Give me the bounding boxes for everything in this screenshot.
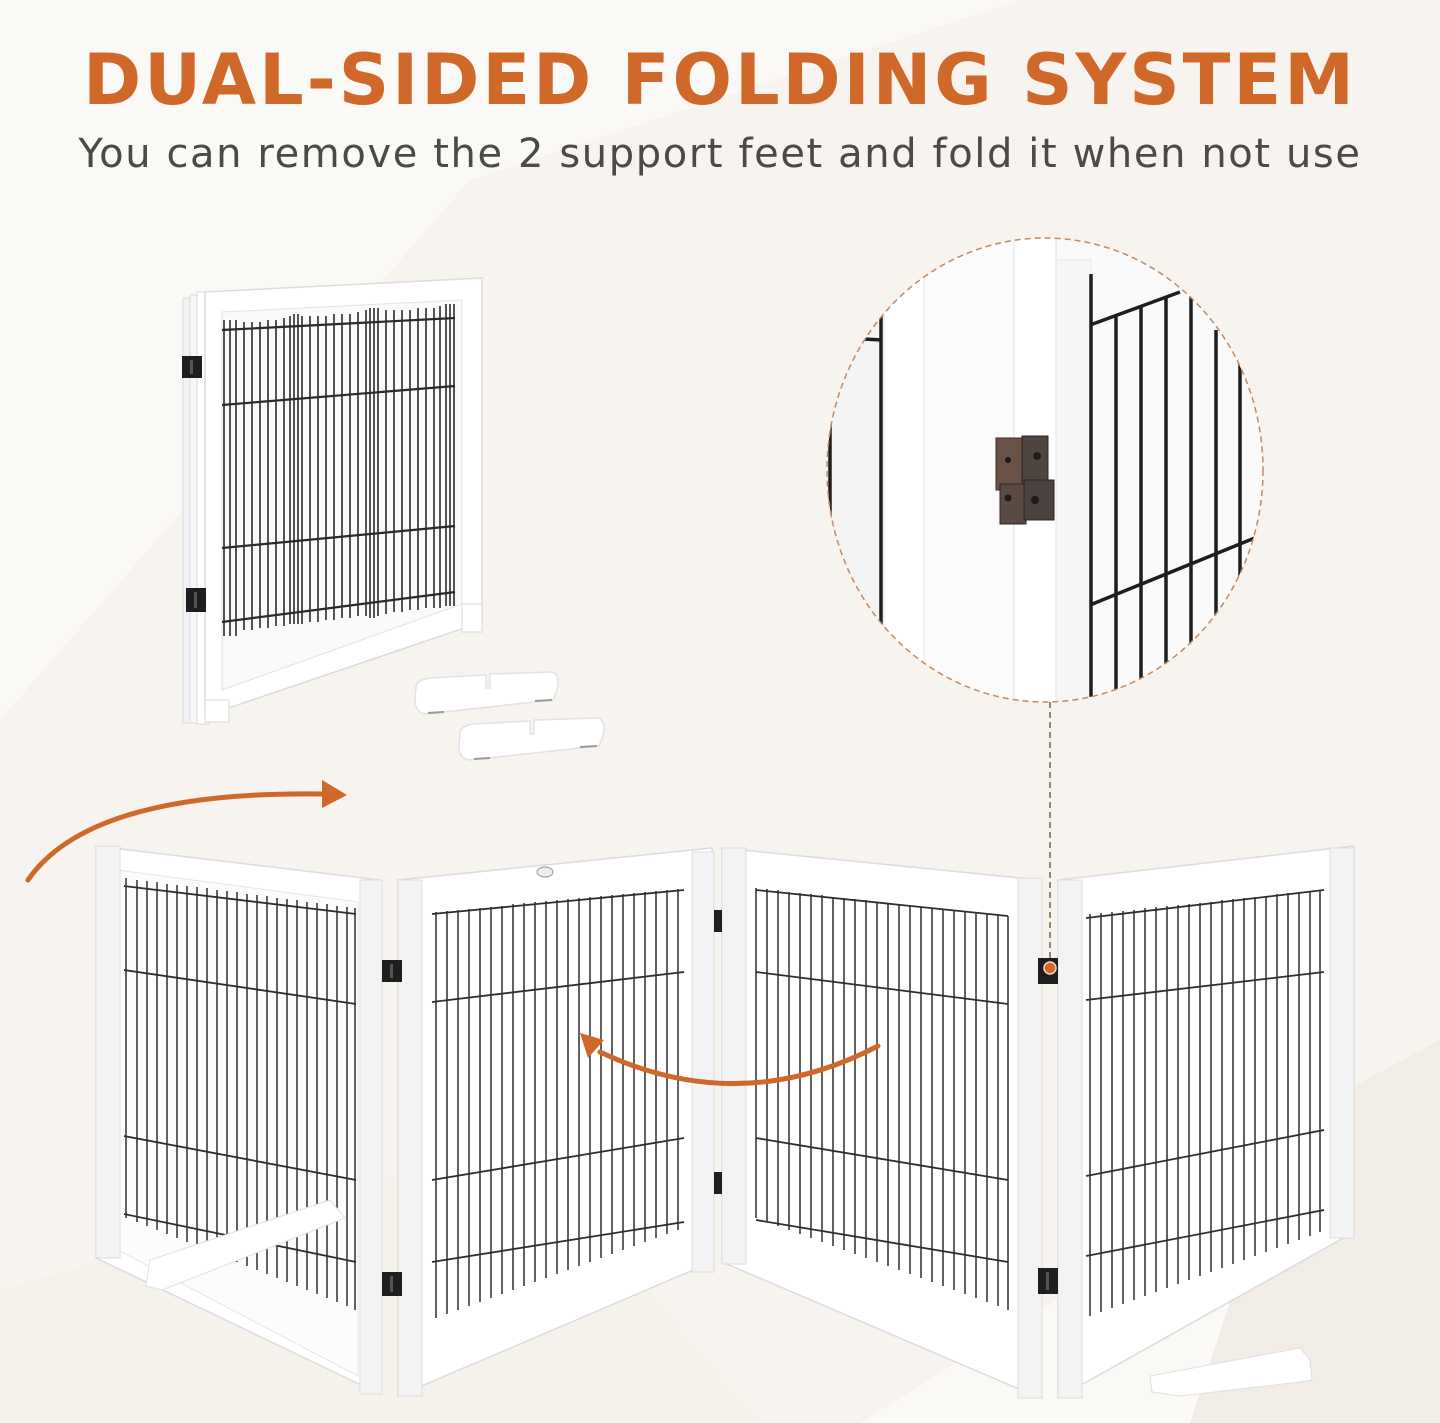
- gate-panel-1: [95, 845, 383, 1396]
- hinge-icon: [186, 588, 206, 612]
- gate-panel-4: [1057, 845, 1355, 1400]
- gate-panel-3: [721, 847, 1043, 1400]
- support-feet: [414, 671, 605, 761]
- hinge-icon: [182, 356, 202, 378]
- support-foot: [458, 717, 605, 761]
- bronze-hinge-icon: [995, 435, 1055, 525]
- page-subtitle: You can remove the 2 support feet and fo…: [78, 131, 1362, 177]
- support-foot: [414, 671, 559, 715]
- fold-arrow-middle-icon: [580, 1033, 881, 1086]
- fold-arrow-top-left-icon: [25, 780, 347, 883]
- hinge-icon: [714, 910, 722, 932]
- hinge-icon: [714, 1172, 722, 1194]
- page-title: DUAL-SIDED FOLDING SYSTEM: [83, 39, 1357, 121]
- expanded-gate: [95, 845, 1355, 1400]
- callout-dot-icon: [1043, 961, 1057, 975]
- hinge-icon: [1038, 1268, 1058, 1294]
- folded-gate-panel: [182, 277, 483, 725]
- hinge-closeup-circle: [826, 237, 1264, 703]
- gate-panel-2: [397, 847, 715, 1398]
- hinge-icon: [382, 1272, 402, 1296]
- brand-badge: [536, 866, 554, 878]
- hinge-icon: [382, 960, 402, 982]
